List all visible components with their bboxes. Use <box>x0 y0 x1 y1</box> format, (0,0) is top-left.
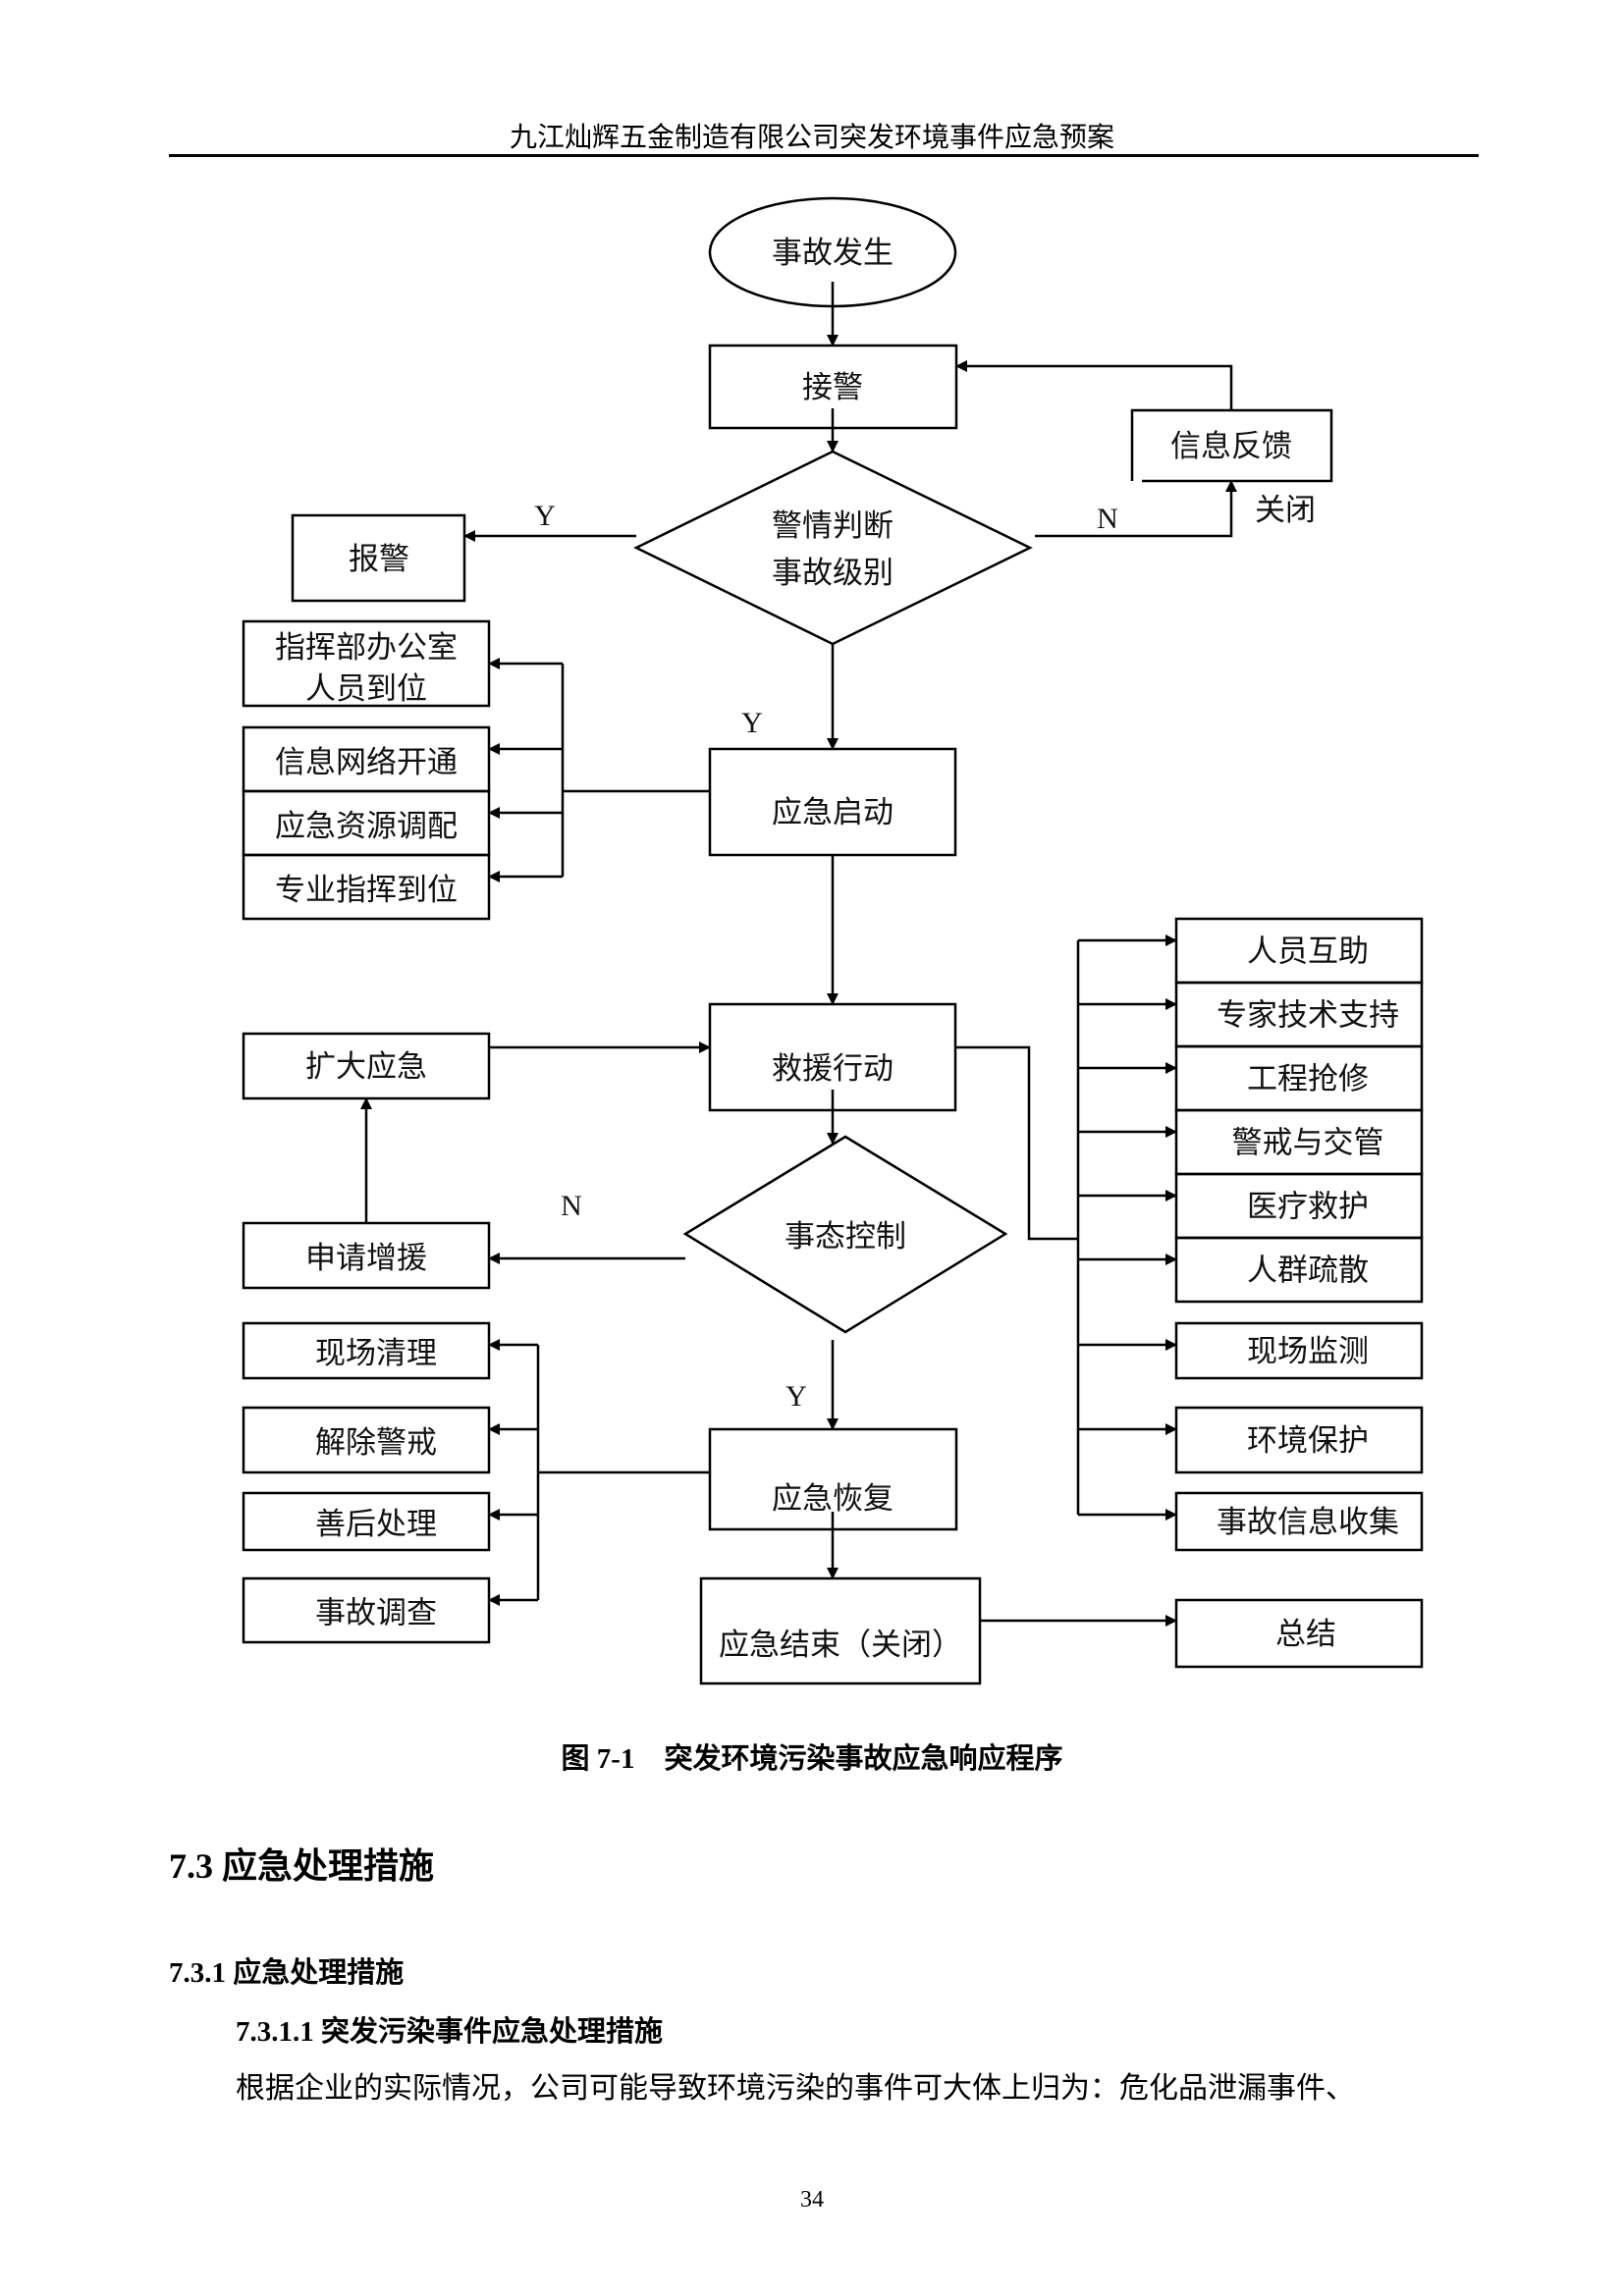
recovery-task-label: 现场清理 <box>315 1336 437 1371</box>
recovery-task-box <box>242 1491 491 1552</box>
section-number: 7.3 <box>169 1846 213 1886</box>
figure-caption: 图 7-1 突发环境污染事故应急响应程序 <box>0 1735 1624 1777</box>
start-node-label: 事故发生 <box>772 236 893 271</box>
page-number: 34 <box>800 2187 824 2213</box>
recovery-label: 应急恢复 <box>772 1481 893 1517</box>
yes-label-launch: Y <box>741 707 763 739</box>
hq-label-line2: 人员到位 <box>305 671 427 707</box>
recovery-task-label: 善后处理 <box>315 1507 437 1542</box>
end-label: 应急结束（关闭） <box>719 1628 962 1663</box>
recovery-task-box <box>242 1321 491 1380</box>
rescue-task-label: 专家技术支持 <box>1217 998 1399 1034</box>
recovery-task-label: 解除警戒 <box>315 1425 437 1461</box>
rescue-task-label: 环境保护 <box>1247 1423 1369 1459</box>
header-rule <box>169 154 1479 157</box>
yes-label-report: Y <box>534 500 556 532</box>
arrow-feedback-to-receive <box>955 360 1233 410</box>
judge-label-line1: 警情判断 <box>772 508 893 544</box>
rescue-task-box <box>1174 1321 1424 1380</box>
subsection-heading-7-3-1: 7.3.1 应急处理措施 <box>169 1949 404 1991</box>
rescue-task-label: 现场监测 <box>1247 1334 1369 1369</box>
subsubsection-heading-7-3-1-1: 7.3.1.1 突发污染事件应急处理措施 <box>236 2008 663 2050</box>
recovery-task-label: 事故调查 <box>315 1596 437 1631</box>
recovery-task-box <box>242 1576 491 1644</box>
rescue-task-label: 事故信息收集 <box>1217 1505 1399 1540</box>
subsection-title: 应急处理措施 <box>233 1955 405 1989</box>
judge-diamond <box>633 450 1033 646</box>
rescue-task-box <box>1174 1236 1424 1304</box>
figure-number: 图 7-1 <box>561 1743 635 1775</box>
rescue-task-label: 人群疏散 <box>1247 1254 1369 1289</box>
receive-alarm-label: 接警 <box>802 370 863 405</box>
experts-command-label: 专业指挥到位 <box>275 873 458 908</box>
emergency-response-flowchart: 事故发生 接警 警情判断 事故级别 报警 信息反馈 关闭 Y N Y 指挥部办公… <box>242 196 1424 1685</box>
subsubsection-title: 突发污染事件应急处理措施 <box>321 2014 664 2048</box>
yes-label-recovery: Y <box>785 1380 807 1413</box>
figure-title: 突发环境污染事故应急响应程序 <box>664 1741 1063 1775</box>
summary-box <box>1174 1598 1424 1669</box>
experts-command-box <box>242 853 491 921</box>
rescue-task-label: 警戒与交管 <box>1232 1126 1384 1161</box>
control-label: 事态控制 <box>785 1219 906 1255</box>
rescue-task-box <box>1174 1406 1424 1474</box>
rescue-task-label: 人员互助 <box>1247 934 1369 970</box>
rescue-feed-line <box>955 1045 1078 1241</box>
control-diamond <box>682 1135 1008 1334</box>
launch-label: 应急启动 <box>772 795 893 830</box>
expand-label: 扩大应急 <box>305 1049 427 1085</box>
end-box <box>699 1576 982 1685</box>
no-label-feedback: N <box>1097 503 1118 535</box>
rescue-task-box <box>1174 1491 1424 1552</box>
report-alarm-box <box>291 513 466 603</box>
subsection-number: 7.3.1 <box>169 1957 226 1989</box>
section-title: 应急处理措施 <box>222 1846 435 1887</box>
section-heading-7-3: 7.3 应急处理措施 <box>169 1838 434 1889</box>
rescue-task-label: 工程抢修 <box>1247 1062 1369 1097</box>
subsubsection-number: 7.3.1.1 <box>236 2016 314 2048</box>
request-support-label: 申请增援 <box>305 1241 427 1276</box>
close-label: 关闭 <box>1255 493 1316 528</box>
network-label: 信息网络开通 <box>275 745 458 780</box>
feedback-label: 信息反馈 <box>1170 429 1292 464</box>
summary-label: 总结 <box>1275 1617 1336 1652</box>
report-alarm-label: 报警 <box>349 542 409 577</box>
document-header-title: 九江灿辉五金制造有限公司突发环境事件应急预案 <box>509 121 1114 153</box>
arrow-judge-to-feedback <box>1035 480 1237 538</box>
body-paragraph: 根据企业的实际情况，公司可能导致环境污染的事件可大体上归为：危化品泄漏事件、 <box>236 2071 1355 2106</box>
no-label-request: N <box>561 1190 582 1222</box>
rescue-task-label: 医疗救护 <box>1247 1190 1369 1225</box>
resources-label: 应急资源调配 <box>275 809 458 844</box>
feedback-box <box>1130 408 1333 483</box>
rescue-label: 救援行动 <box>772 1051 893 1087</box>
hq-label-line1: 指挥部办公室 <box>275 630 458 666</box>
judge-label-line2: 事故级别 <box>772 556 893 591</box>
recovery-task-box <box>242 1406 491 1474</box>
